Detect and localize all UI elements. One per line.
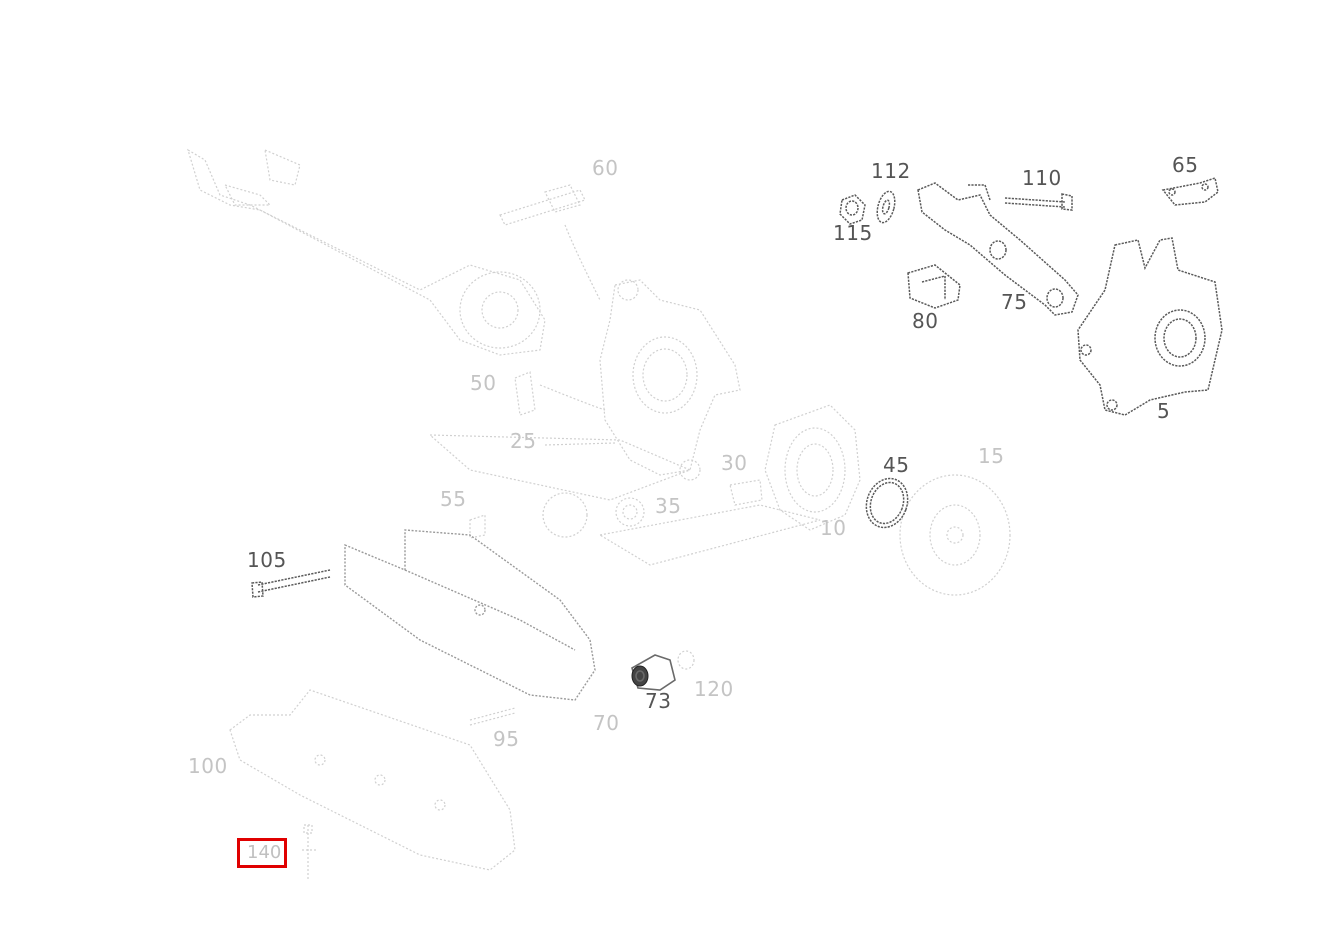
callout-70: 70 xyxy=(593,711,620,735)
circlip-45-part xyxy=(865,477,909,529)
screw-140-part xyxy=(302,824,316,880)
highlighted-callout-box[interactable] xyxy=(237,838,287,868)
bolt-110-part xyxy=(1004,193,1073,211)
clip-80-part xyxy=(907,264,961,309)
callout-75: 75 xyxy=(1001,290,1028,314)
knuckle-5-part xyxy=(1077,237,1223,416)
cover-100-part xyxy=(229,689,516,871)
callout-45: 45 xyxy=(883,453,910,477)
callout-10: 10 xyxy=(820,516,847,540)
bracket-65-part xyxy=(1161,177,1219,206)
bolt-95-part xyxy=(469,707,516,726)
callout-105: 105 xyxy=(247,548,287,572)
control-arm-part xyxy=(344,529,596,701)
bushing-73-part xyxy=(631,654,676,691)
wheel-hub-10-part xyxy=(764,404,861,531)
callout-50: 50 xyxy=(470,371,497,395)
ghost-small-parts xyxy=(428,371,821,566)
callout-95: 95 xyxy=(493,727,520,751)
callout-80: 80 xyxy=(912,309,939,333)
callout-60: 60 xyxy=(592,156,619,180)
drive-shaft-part xyxy=(186,148,546,356)
callout-35: 35 xyxy=(655,494,682,518)
steering-knuckle-left-part xyxy=(599,279,741,481)
callout-25: 25 xyxy=(510,429,537,453)
callout-65: 65 xyxy=(1172,153,1199,177)
brake-disc-15-part xyxy=(899,474,1011,596)
bolt-105-part xyxy=(251,569,331,598)
nut-115-part xyxy=(839,194,866,225)
callout-100: 100 xyxy=(188,754,228,778)
callout-120: 120 xyxy=(694,677,734,701)
nut-180-part xyxy=(677,650,695,670)
bolt-60-part xyxy=(499,184,601,301)
highlighted-callout-label: 140 xyxy=(247,842,282,863)
strut-arm-75-part xyxy=(917,182,1079,316)
callout-112: 112 xyxy=(871,159,911,183)
callout-115: 115 xyxy=(833,221,873,245)
washer-112-part xyxy=(876,190,896,224)
callout-55: 55 xyxy=(440,487,467,511)
callout-73: 73 xyxy=(645,689,672,713)
callout-5: 5 xyxy=(1157,399,1171,423)
callout-110: 110 xyxy=(1022,166,1062,190)
callout-30: 30 xyxy=(721,451,748,475)
callout-15: 15 xyxy=(978,444,1005,468)
